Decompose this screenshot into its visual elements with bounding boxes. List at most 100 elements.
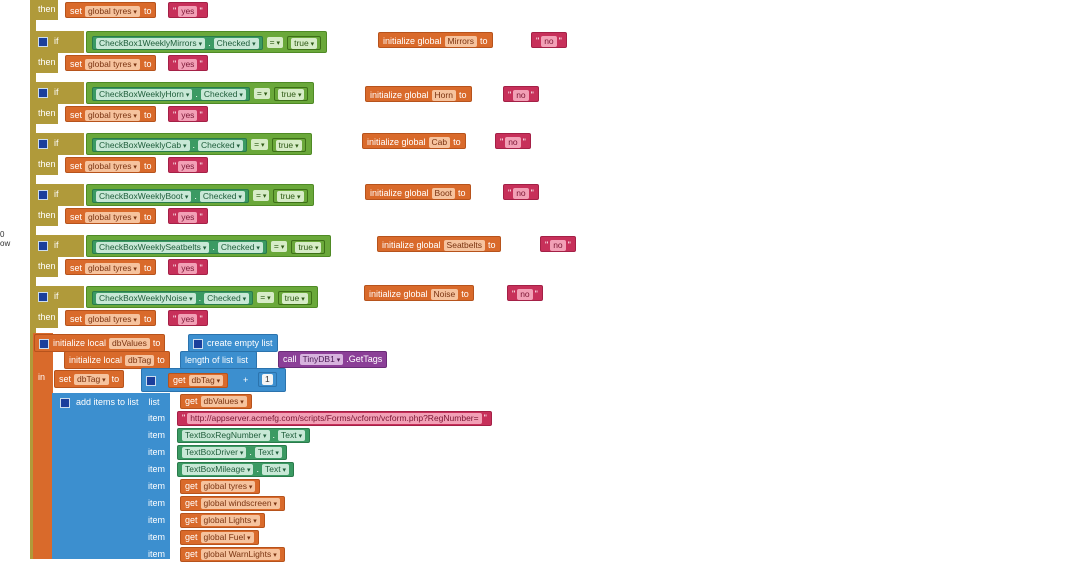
property-dropdown[interactable]: Text bbox=[254, 447, 282, 459]
true-dropdown[interactable]: true bbox=[291, 37, 318, 49]
text-yes-field[interactable]: yes bbox=[178, 59, 198, 71]
operator-dropdown[interactable]: = bbox=[252, 190, 270, 202]
mutator-icon[interactable] bbox=[38, 138, 48, 149]
property-dropdown[interactable]: Text bbox=[278, 430, 306, 442]
component-dropdown[interactable]: CheckBoxWeeklyNoise bbox=[96, 292, 196, 304]
text-yes-block[interactable]: "yes" bbox=[168, 2, 208, 18]
init-local-container[interactable] bbox=[33, 333, 53, 559]
component-dropdown[interactable]: TextBoxMileage bbox=[182, 464, 254, 476]
add-items-container[interactable] bbox=[52, 393, 170, 559]
get-global-dropdown[interactable]: global windscreen bbox=[200, 498, 281, 510]
property-dropdown[interactable]: Checked bbox=[198, 139, 244, 151]
operator-dropdown[interactable]: = bbox=[266, 37, 284, 49]
global-name-field[interactable]: Seatbelts bbox=[443, 240, 485, 252]
text-yes-block[interactable]: "yes" bbox=[168, 106, 208, 122]
operator-dropdown[interactable]: = bbox=[251, 139, 268, 151]
text-yes-field[interactable]: yes bbox=[178, 314, 198, 326]
component-dropdown[interactable]: CheckBoxWeeklyCab bbox=[96, 139, 190, 151]
compare-block[interactable]: CheckBoxWeeklyCab.Checked= true bbox=[86, 133, 312, 155]
component-getter[interactable]: CheckBoxWeeklyCab.Checked bbox=[92, 137, 248, 152]
local-name-dbtag[interactable]: dbTag bbox=[125, 355, 155, 367]
compare-block[interactable]: CheckBoxWeeklyBoot.Checked=true bbox=[86, 184, 314, 206]
global-name-field[interactable]: Horn bbox=[431, 90, 456, 102]
text-no-block[interactable]: "no" bbox=[503, 184, 539, 200]
true-block[interactable]: true bbox=[287, 35, 322, 50]
true-dropdown[interactable]: true bbox=[275, 139, 302, 151]
true-block[interactable]: true bbox=[273, 188, 308, 203]
text-yes-block[interactable]: "yes" bbox=[168, 208, 208, 224]
tinydb-dropdown[interactable]: TinyDB1 bbox=[299, 354, 344, 366]
global-name-field[interactable]: Mirrors bbox=[444, 36, 477, 48]
global-name-field[interactable]: Boot bbox=[431, 188, 456, 200]
number-one-block[interactable]: 1 bbox=[258, 372, 277, 387]
text-yes-block[interactable]: "yes" bbox=[168, 55, 208, 71]
mutator-icon[interactable] bbox=[38, 240, 48, 251]
get-global-dropdown[interactable]: global Fuel bbox=[200, 532, 254, 544]
variable-dropdown[interactable]: global tyres bbox=[85, 263, 140, 275]
variable-dropdown[interactable]: global tyres bbox=[85, 161, 140, 173]
component-dropdown[interactable]: CheckBoxWeeklyBoot bbox=[96, 190, 192, 202]
text-no-field[interactable]: no bbox=[517, 289, 533, 301]
true-block[interactable]: true bbox=[274, 86, 309, 101]
operator-dropdown[interactable]: = bbox=[270, 241, 288, 253]
text-yes-field[interactable]: yes bbox=[178, 263, 198, 275]
variable-dropdown[interactable]: dbTag bbox=[74, 374, 109, 386]
text-url-field[interactable]: http://appserver.acmefg.com/scripts/Form… bbox=[187, 413, 482, 425]
text-yes-field[interactable]: yes bbox=[178, 6, 198, 18]
compare-block[interactable]: CheckBoxWeeklyHorn.Checked=true bbox=[86, 82, 315, 104]
mutator-icon[interactable] bbox=[38, 291, 48, 302]
text-no-field[interactable]: no bbox=[550, 240, 566, 252]
component-dropdown[interactable]: CheckBoxWeeklyHorn bbox=[96, 88, 193, 100]
component-dropdown[interactable]: TextBoxRegNumber bbox=[182, 430, 270, 442]
true-block[interactable]: true bbox=[271, 137, 306, 152]
get-global-dropdown[interactable]: global WarnLights bbox=[200, 549, 280, 561]
get-dbtag-dropdown[interactable]: dbTag bbox=[188, 375, 224, 387]
compare-block[interactable]: CheckBoxWeeklyNoise.Checked=true bbox=[86, 286, 318, 308]
text-yes-block[interactable]: "yes" bbox=[168, 310, 208, 326]
mutator-icon[interactable] bbox=[39, 338, 49, 349]
component-dropdown[interactable]: CheckBox1WeeklyMirrors bbox=[96, 37, 206, 49]
set-dbtag-block[interactable]: setdbTagto bbox=[54, 370, 125, 388]
global-name-field[interactable]: Cab bbox=[428, 137, 451, 149]
true-dropdown[interactable]: true bbox=[295, 241, 322, 253]
component-dropdown[interactable]: CheckBoxWeeklySeatbelts bbox=[96, 241, 210, 253]
operator-dropdown[interactable]: = bbox=[257, 292, 274, 304]
get-dbvalues-dropdown[interactable]: dbValues bbox=[200, 396, 247, 408]
component-dropdown[interactable]: TextBoxDriver bbox=[182, 447, 247, 459]
variable-dropdown[interactable]: global tyres bbox=[85, 59, 140, 71]
compare-block[interactable]: CheckBoxWeeklySeatbelts.Checked=true bbox=[86, 235, 332, 257]
text-no-block[interactable]: "no" bbox=[503, 86, 539, 102]
text-no-field[interactable]: no bbox=[541, 36, 557, 48]
component-getter[interactable]: CheckBoxWeeklyHorn.Checked bbox=[92, 86, 250, 101]
component-text-getter[interactable]: TextBoxMileage.Text bbox=[177, 462, 295, 477]
mutator-icon[interactable] bbox=[60, 397, 70, 408]
variable-dropdown[interactable]: global tyres bbox=[85, 314, 140, 326]
text-no-field[interactable]: no bbox=[513, 188, 529, 200]
component-getter[interactable]: CheckBoxWeeklyNoise.Checked bbox=[92, 290, 254, 305]
text-yes-field[interactable]: yes bbox=[178, 110, 198, 122]
property-dropdown[interactable]: Checked bbox=[213, 37, 259, 49]
variable-dropdown[interactable]: global tyres bbox=[85, 212, 140, 224]
get-global-dropdown[interactable]: global tyres bbox=[200, 481, 256, 493]
text-yes-field[interactable]: yes bbox=[178, 161, 198, 173]
mutator-icon[interactable] bbox=[146, 375, 156, 386]
property-dropdown[interactable]: Checked bbox=[204, 292, 250, 304]
text-no-field[interactable]: no bbox=[505, 137, 521, 149]
